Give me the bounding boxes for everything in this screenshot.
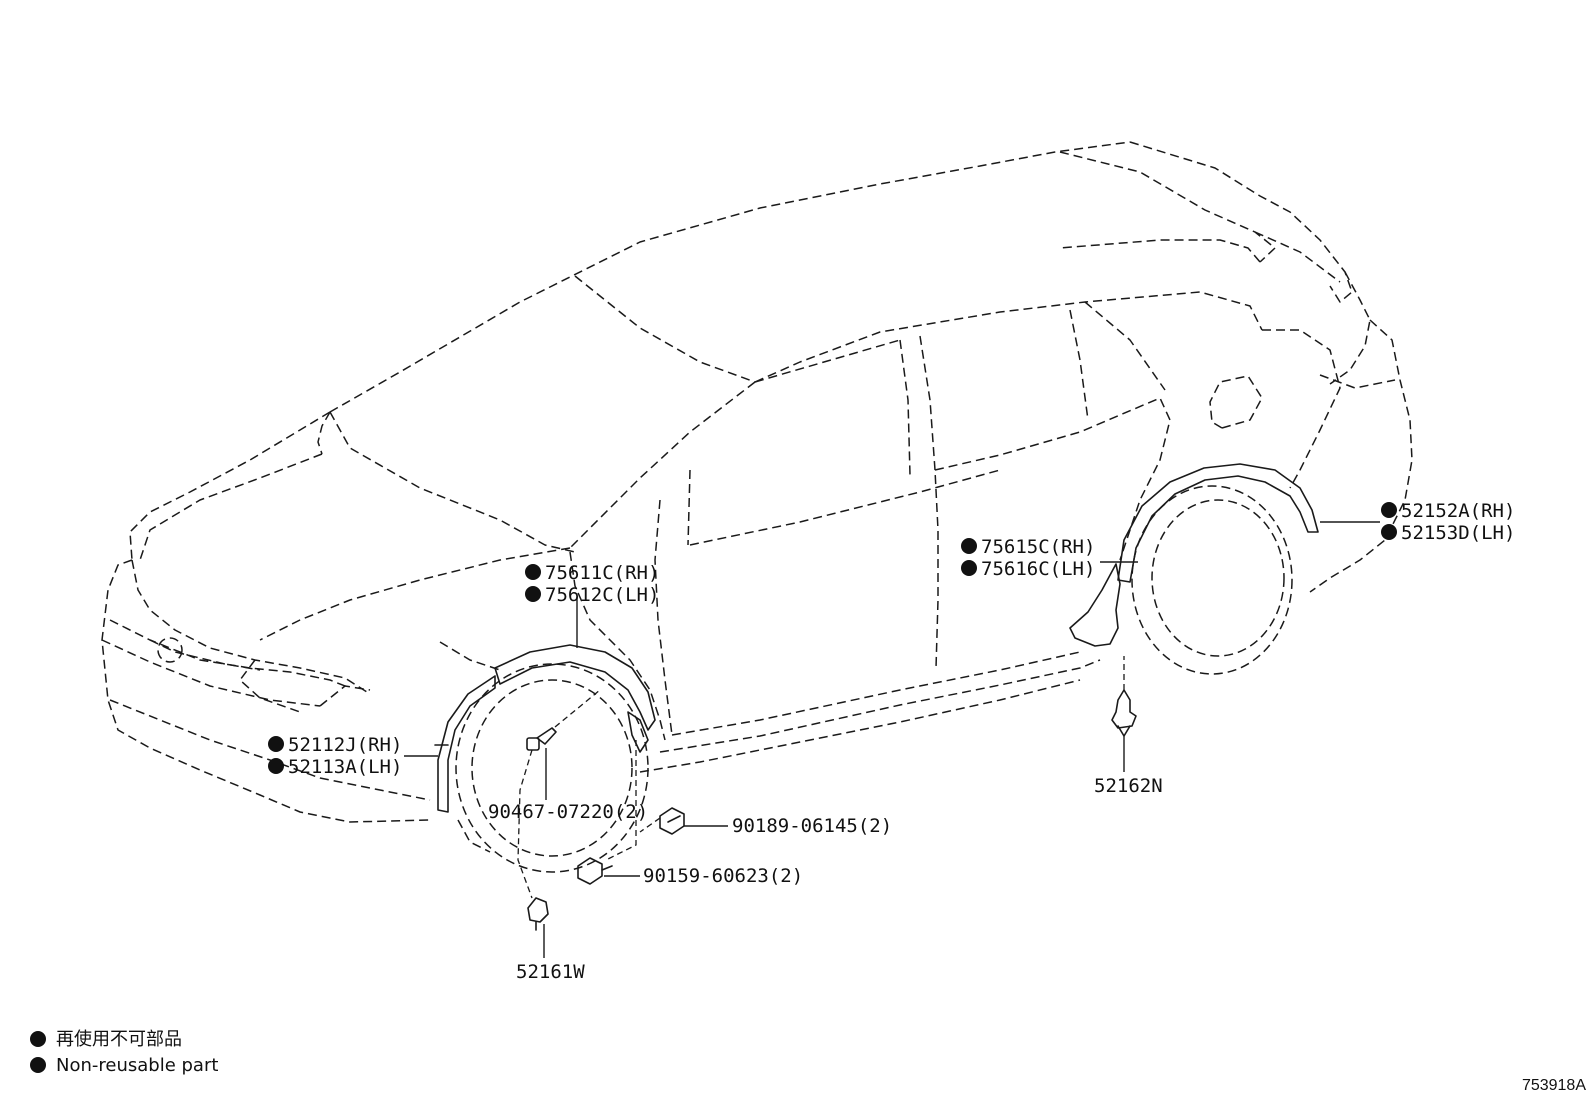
legend-text-english: Non-reusable part [56, 1055, 218, 1076]
legend-marker [30, 1057, 46, 1073]
legend: 再使用不可部品 Non-reusable part [30, 1029, 218, 1076]
callout-90467: 90467-07220(2) [488, 801, 648, 823]
part-number-label: 90467-07220(2) [488, 801, 648, 823]
callout-75611C: 75611C(RH) [525, 562, 659, 584]
callout-75616C: 75616C(LH) [961, 558, 1095, 580]
screw-90159 [577, 857, 613, 885]
rear-wheel-opening-molding [1117, 463, 1319, 583]
part-number-label: 52152A(RH) [1401, 500, 1515, 522]
callout-90189: 90189-06145(2) [732, 815, 892, 837]
clip-52162N [1111, 656, 1137, 737]
clip-52161W [527, 897, 549, 931]
part-number-label: 75611C(RH) [545, 562, 659, 584]
callout-52161W: 52161W [516, 961, 585, 983]
non-reusable-marker [1381, 524, 1397, 540]
part-number-label: 75616C(LH) [981, 558, 1095, 580]
callout-52112J: 52112J(RH) [268, 734, 402, 756]
non-reusable-marker [961, 538, 977, 554]
callout-90159: 90159-60623(2) [643, 865, 803, 887]
leader-lines [404, 521, 1380, 958]
part-number-label: 52153D(LH) [1401, 522, 1515, 544]
non-reusable-marker [1381, 502, 1397, 518]
front-wheel [455, 663, 649, 873]
callout-75612C: 75612C(LH) [525, 584, 659, 606]
bolt-90467 [526, 689, 601, 751]
part-number-label: 90159-60623(2) [643, 865, 803, 887]
callout-52152A: 52152A(RH) [1381, 500, 1515, 522]
part-number-label: 52113A(LH) [288, 756, 402, 778]
non-reusable-marker [525, 564, 541, 580]
rear-mudguard [1069, 563, 1121, 647]
rear-wheel [1131, 485, 1293, 675]
callout-52113A: 52113A(LH) [268, 756, 402, 778]
part-number-label: 52112J(RH) [288, 734, 402, 756]
non-reusable-marker [961, 560, 977, 576]
figure-reference-number: 753918A [1522, 1077, 1586, 1094]
legend-marker [30, 1031, 46, 1047]
callout-52153D: 52153D(LH) [1381, 522, 1515, 544]
screw-90189 [659, 807, 685, 835]
part-number-label: 75615C(RH) [981, 536, 1095, 558]
callout-75615C: 75615C(RH) [961, 536, 1095, 558]
front-fender-liner [434, 675, 496, 813]
front-wheel-opening-molding [494, 644, 656, 753]
legend-text-japanese: 再使用不可部品 [56, 1029, 182, 1050]
part-number-label: 90189-06145(2) [732, 815, 892, 837]
non-reusable-marker [525, 586, 541, 602]
car-body-outline [101, 141, 1413, 823]
part-number-label: 75612C(LH) [545, 584, 659, 606]
non-reusable-marker [268, 758, 284, 774]
non-reusable-marker [268, 736, 284, 752]
callout-52162N: 52162N [1094, 775, 1163, 797]
part-number-label: 52161W [516, 961, 585, 983]
part-number-label: 52162N [1094, 775, 1163, 797]
